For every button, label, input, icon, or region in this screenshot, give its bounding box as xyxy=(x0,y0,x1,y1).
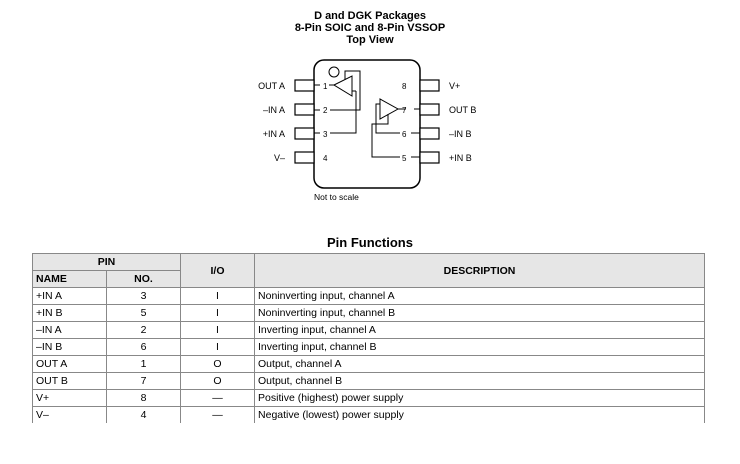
pinout-diagram: OUT A –IN A +IN A V– V+ OUT B –IN B +IN … xyxy=(258,59,476,202)
pin1-indicator xyxy=(328,66,340,78)
pin-number-3: 3 xyxy=(323,130,328,139)
pin-number-7: 7 xyxy=(402,106,407,115)
pin-label-v-minus: V– xyxy=(274,153,285,163)
pin-functions-table: PIN I/O DESCRIPTION NAME NO. +IN A 3 I N… xyxy=(31,253,706,423)
cell-description: Noninverting input, channel A xyxy=(254,287,706,305)
header-pin: PIN xyxy=(31,253,182,271)
table-row: –IN B 6 I Inverting input, channel B xyxy=(32,338,706,356)
pin-box-8 xyxy=(419,79,440,92)
cell-no: 3 xyxy=(105,287,182,305)
cell-io: O xyxy=(180,372,256,390)
pin-label-out-b: OUT B xyxy=(449,105,476,115)
cell-io: I xyxy=(180,321,256,339)
table-row: OUT A 1 O Output, channel A xyxy=(32,355,706,373)
cell-io: O xyxy=(180,355,256,373)
table-row: V+ 8 — Positive (highest) power supply xyxy=(32,389,706,407)
cell-name: –IN B xyxy=(32,338,107,356)
pin-number-6: 6 xyxy=(402,130,407,139)
pin-box-2 xyxy=(294,103,315,116)
pin-number-8: 8 xyxy=(402,82,407,91)
cell-name: –IN A xyxy=(32,321,107,339)
table-row: OUT B 7 O Output, channel B xyxy=(32,372,706,390)
cell-no: 8 xyxy=(105,389,182,407)
pin-label-plus-in-a: +IN A xyxy=(263,129,285,139)
pin-number-5: 5 xyxy=(402,154,407,163)
cell-name: +IN B xyxy=(32,304,107,322)
pin-box-4 xyxy=(294,151,315,164)
header-no: NO. xyxy=(105,270,182,288)
cell-name: OUT A xyxy=(32,355,107,373)
amplifier-b-icon xyxy=(371,98,420,158)
cell-no: 4 xyxy=(105,406,182,423)
cell-description: Output, channel A xyxy=(254,355,706,373)
cell-description: Inverting input, channel B xyxy=(254,338,706,356)
cell-name: V– xyxy=(32,406,107,423)
ic-body xyxy=(313,59,421,189)
header-name: NAME xyxy=(32,270,107,288)
cell-description: Output, channel B xyxy=(254,372,706,390)
pin-functions-title: Pin Functions xyxy=(327,235,413,250)
cell-no: 2 xyxy=(105,321,182,339)
table-subheader-row: NAME NO. xyxy=(32,270,705,288)
scale-note: Not to scale xyxy=(314,192,359,202)
table-header-row: PIN I/O DESCRIPTION xyxy=(31,253,706,288)
pin-label-minus-in-a: –IN A xyxy=(263,105,285,115)
package-title-line-3: Top View xyxy=(346,34,394,46)
cell-no: 7 xyxy=(105,372,182,390)
table-row: +IN A 3 I Noninverting input, channel A xyxy=(32,287,706,305)
package-title-line-2: 8-Pin SOIC and 8-Pin VSSOP xyxy=(294,22,446,34)
package-title: D and DGK Packages 8-Pin SOIC and 8-Pin … xyxy=(0,10,740,46)
pin-number-1: 1 xyxy=(323,82,328,91)
cell-no: 5 xyxy=(105,304,182,322)
cell-no: 1 xyxy=(105,355,182,373)
package-title-line-1: D and DGK Packages xyxy=(314,10,426,22)
cell-io: I xyxy=(180,338,256,356)
cell-io: I xyxy=(180,287,256,305)
cell-description: Negative (lowest) power supply xyxy=(254,406,706,423)
amplifier-a-icon xyxy=(314,70,361,134)
pin-box-3 xyxy=(294,127,315,140)
cell-description: Inverting input, channel A xyxy=(254,321,706,339)
pin-label-plus-in-b: +IN B xyxy=(449,153,472,163)
cell-name: OUT B xyxy=(32,372,107,390)
pin-label-minus-in-b: –IN B xyxy=(449,129,472,139)
cell-name: V+ xyxy=(32,389,107,407)
header-description: DESCRIPTION xyxy=(254,253,706,288)
cell-io: — xyxy=(180,406,256,423)
pin-box-7 xyxy=(419,103,440,116)
pin-box-5 xyxy=(419,151,440,164)
pin-box-1 xyxy=(294,79,315,92)
cell-name: +IN A xyxy=(32,287,107,305)
cell-io: I xyxy=(180,304,256,322)
cell-description: Positive (highest) power supply xyxy=(254,389,706,407)
table-row: V– 4 — Negative (lowest) power supply xyxy=(32,406,706,423)
pin-label-out-a: OUT A xyxy=(258,81,285,91)
cell-io: — xyxy=(180,389,256,407)
pin-number-4: 4 xyxy=(323,154,328,163)
table-row: –IN A 2 I Inverting input, channel A xyxy=(32,321,706,339)
pin-number-2: 2 xyxy=(323,106,328,115)
cell-description: Noninverting input, channel B xyxy=(254,304,706,322)
cell-no: 6 xyxy=(105,338,182,356)
header-io: I/O xyxy=(180,253,256,288)
pin-box-6 xyxy=(419,127,440,140)
pin-label-v-plus: V+ xyxy=(449,81,460,91)
table-row: +IN B 5 I Noninverting input, channel B xyxy=(32,304,706,322)
